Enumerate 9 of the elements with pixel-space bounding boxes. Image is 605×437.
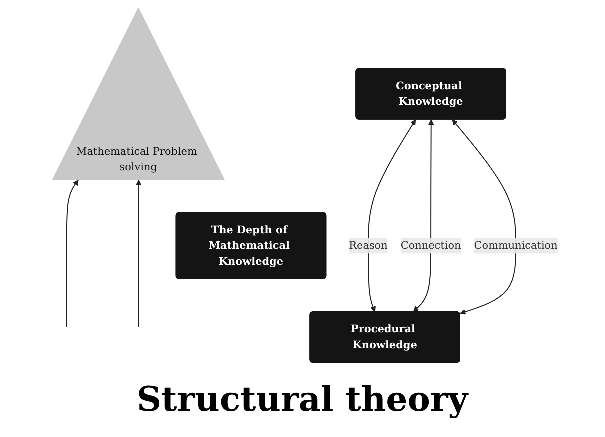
arrow — [136, 180, 142, 328]
caption: Structural theory — [136, 379, 470, 422]
arrow — [66, 180, 79, 328]
arrow — [452, 119, 517, 314]
edge-label: Communication — [474, 238, 558, 252]
arrow — [368, 119, 416, 312]
arrow — [413, 119, 434, 312]
edge-label: Connection — [400, 238, 462, 252]
edge-label: Reason — [349, 238, 388, 252]
